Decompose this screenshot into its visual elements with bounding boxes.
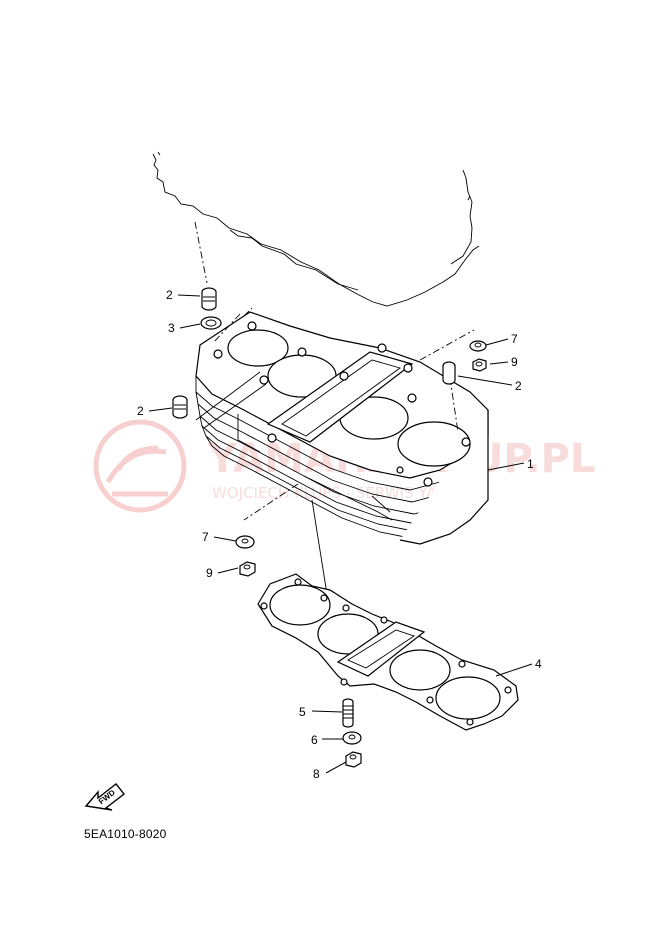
washer-7-left [235, 535, 255, 549]
callout-9-left: 9 [206, 566, 213, 580]
nut-9-left [239, 561, 256, 577]
callout-1: 1 [527, 457, 534, 471]
assembly-line-head [194, 221, 208, 284]
callout-8: 8 [313, 767, 320, 781]
callout-7-left: 7 [202, 530, 209, 544]
forward-arrow-icon: FWD [84, 783, 125, 811]
o-ring-3 [200, 316, 222, 330]
leader-lines [148, 294, 533, 774]
nut-9-right [472, 358, 487, 372]
watermark-subtitle: WOJCIECH KLUPŚ - SERWIS YAMAHA [212, 483, 482, 502]
nut-8 [345, 751, 362, 768]
assembly-line-c [203, 383, 267, 429]
callout-2-right: 2 [515, 379, 522, 393]
assembly-line-d [419, 329, 475, 361]
callout-5: 5 [299, 705, 306, 719]
assembly-line-a [213, 307, 253, 343]
cylinder-block [195, 311, 489, 545]
dowel-pin-2-right [442, 361, 456, 385]
cylinder-head-outline [152, 151, 480, 307]
watermark-logo [93, 419, 187, 513]
stud-bolt-5 [342, 698, 354, 728]
callout-6: 6 [311, 733, 318, 747]
diagram-code: 5EA1010-8020 [84, 827, 167, 841]
callout-3: 3 [168, 321, 175, 335]
washer-6 [342, 731, 362, 745]
dowel-pin-2-upper [201, 287, 217, 311]
callout-2-upper: 2 [166, 288, 173, 302]
callout-2-left: 2 [137, 404, 144, 418]
cylinder-gasket [257, 573, 519, 731]
callout-4: 4 [535, 657, 542, 671]
assembly-line-b [195, 371, 261, 421]
assembly-line-f [243, 483, 299, 521]
dowel-pin-2-left [172, 395, 188, 419]
assembly-line-e [449, 377, 459, 433]
callout-7-right: 7 [511, 332, 518, 346]
callout-9-right: 9 [511, 355, 518, 369]
washer-7-right [469, 340, 487, 352]
